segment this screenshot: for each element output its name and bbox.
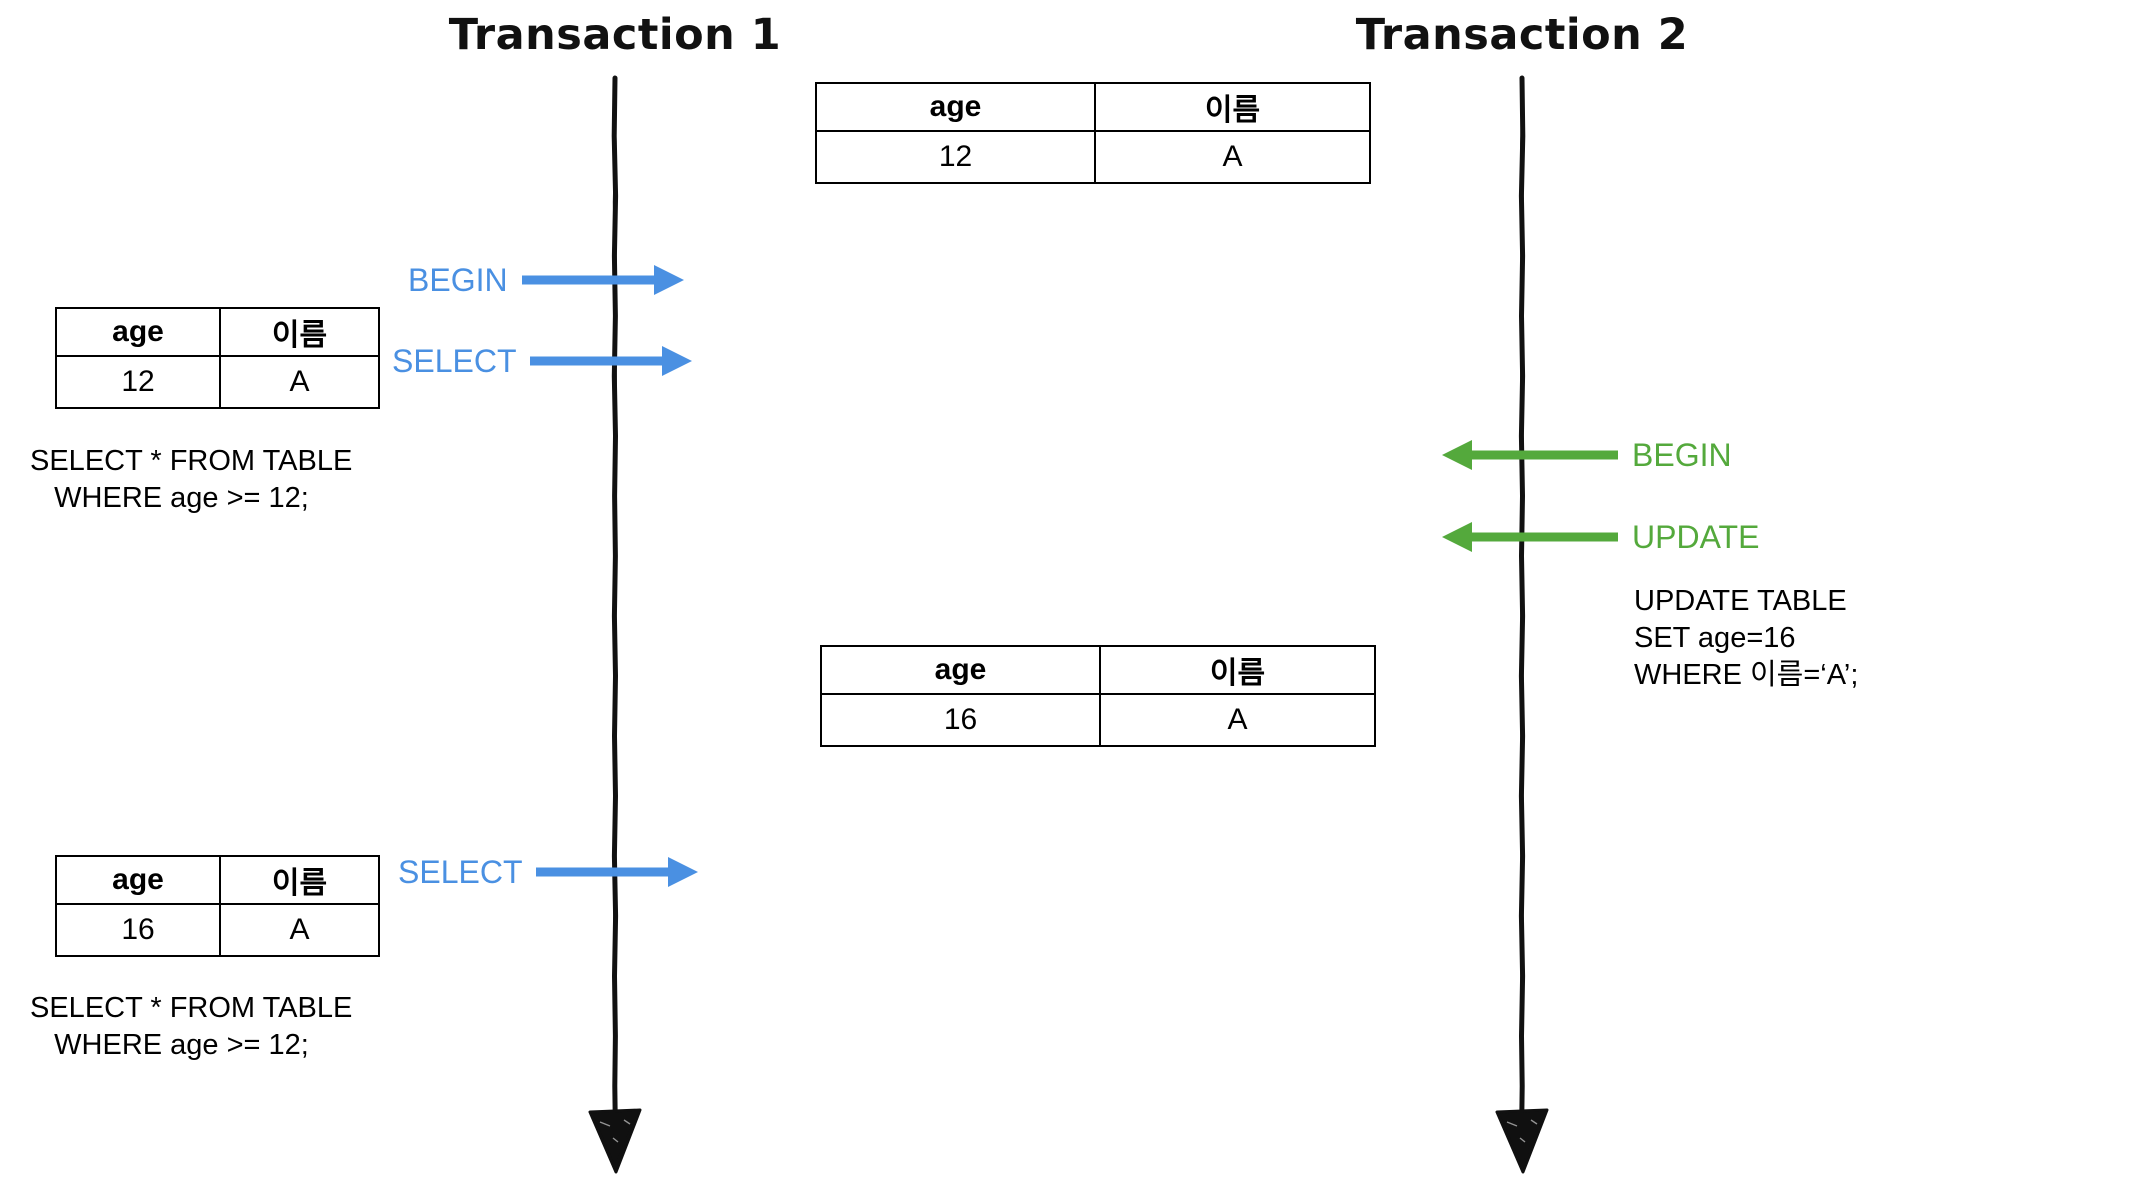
- cell-age: 12: [55, 355, 221, 409]
- sql-select-second: SELECT * FROM TABLE WHERE age >= 12;: [30, 992, 353, 1062]
- column-header-name: 이름: [1094, 82, 1371, 132]
- column-header-name: 이름: [219, 307, 380, 357]
- message-label-select: SELECT: [392, 343, 517, 379]
- arrow-left-icon: [1442, 440, 1618, 470]
- table-row: 16 A: [55, 903, 380, 957]
- message-t2-update[interactable]: UPDATE: [1440, 517, 1759, 557]
- db-state-table-initial: age 이름 12 A: [815, 82, 1371, 184]
- column-header-name: 이름: [1099, 645, 1376, 695]
- column-header-age: age: [820, 645, 1101, 695]
- cell-age: 16: [55, 903, 221, 957]
- arrow-right-icon: [530, 346, 693, 376]
- column-header-age: age: [55, 307, 221, 357]
- arrow-right-icon: [536, 857, 699, 887]
- message-t1-begin[interactable]: BEGIN: [408, 260, 686, 300]
- sql-select-first: SELECT * FROM TABLE WHERE age >= 12;: [30, 445, 353, 515]
- cell-name: A: [219, 355, 380, 409]
- message-label-begin: BEGIN: [408, 262, 508, 298]
- cell-age: 12: [815, 130, 1096, 184]
- arrow-right-icon: [521, 265, 684, 295]
- table-row-header: age 이름: [820, 645, 1376, 695]
- cell-name: A: [219, 903, 380, 957]
- message-label-begin: BEGIN: [1632, 437, 1732, 473]
- column-header-age: age: [815, 82, 1096, 132]
- timeline-transaction-2: [1487, 75, 1557, 1186]
- message-label-update: UPDATE: [1632, 519, 1760, 555]
- table-row-header: age 이름: [55, 855, 380, 905]
- arrow-left-icon: [1442, 522, 1618, 552]
- result-table-second-select: age 이름 16 A: [55, 855, 380, 957]
- message-t2-begin[interactable]: BEGIN: [1440, 435, 1732, 475]
- table-row: 12 A: [55, 355, 380, 409]
- result-table-first-select: age 이름 12 A: [55, 307, 380, 409]
- cell-age: 16: [820, 693, 1101, 747]
- lane-title-transaction-1: Transaction 1: [448, 10, 782, 60]
- cell-name: A: [1094, 130, 1371, 184]
- db-state-table-updated: age 이름 16 A: [820, 645, 1376, 747]
- cell-name: A: [1099, 693, 1376, 747]
- column-header-name: 이름: [219, 855, 380, 905]
- message-t1-select-first[interactable]: SELECT: [392, 341, 694, 381]
- message-t1-select-second[interactable]: SELECT: [398, 852, 700, 892]
- timeline-transaction-1: [580, 75, 650, 1186]
- table-row: 16 A: [820, 693, 1376, 747]
- sql-update-statement: UPDATE TABLE SET age=16 WHERE 이름=‘A’;: [1634, 585, 1859, 692]
- lane-title-transaction-2: Transaction 2: [1355, 10, 1689, 60]
- table-row: 12 A: [815, 130, 1371, 184]
- table-row-header: age 이름: [815, 82, 1371, 132]
- message-label-select: SELECT: [398, 854, 523, 890]
- table-row-header: age 이름: [55, 307, 380, 357]
- column-header-age: age: [55, 855, 221, 905]
